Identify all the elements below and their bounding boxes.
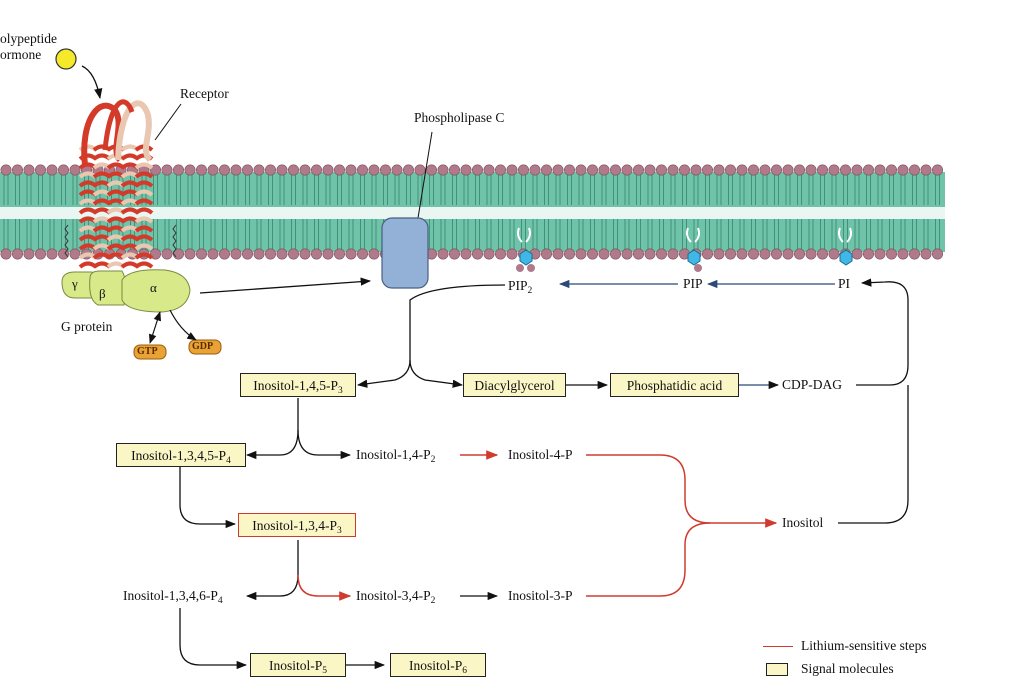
inositol-1-3-4-p3-box: Inositol-1,3,4-P3 bbox=[238, 513, 356, 537]
diacylglycerol-box: Diacylglycerol bbox=[463, 373, 566, 397]
inositol-label: Inositol bbox=[782, 515, 824, 530]
g-protein bbox=[61, 269, 191, 313]
inositol-p6-box: Inositol-P6 bbox=[390, 653, 486, 677]
gtp-label: GTP bbox=[137, 346, 158, 357]
pip2-headgroup bbox=[516, 227, 535, 272]
hormone-molecule bbox=[55, 48, 77, 70]
receptor-label: Receptor bbox=[180, 86, 229, 101]
cdp-dag-label: CDP-DAG bbox=[782, 377, 843, 392]
gamma-subunit-label: γ bbox=[72, 276, 78, 291]
inositol-1-4-5-p3-box: Inositol-1,4,5-P3 bbox=[240, 373, 356, 397]
legend-signal-label: Signal molecules bbox=[801, 661, 894, 676]
inositol-1-3-4-5-p4-box: Inositol-1,3,4,5-P4 bbox=[116, 443, 246, 467]
inositol-1-4-p2-label: Inositol-1,4-P2 bbox=[356, 447, 436, 465]
pip-label: PIP bbox=[683, 276, 703, 291]
gdp-molecule bbox=[188, 339, 222, 355]
pip-headgroup bbox=[686, 227, 702, 272]
inositol-3-4-p2-label: Inositol-3,4-P2 bbox=[356, 588, 436, 606]
gtp-molecule bbox=[133, 344, 167, 360]
inositol-4-p-label: Inositol-4-P bbox=[508, 447, 573, 462]
inositol-1-3-4-6-p4-label: Inositol-1,3,4,6-P4 bbox=[123, 588, 223, 606]
legend-signal-swatch bbox=[766, 663, 788, 676]
legend-lithium-label: Lithium-sensitive steps bbox=[801, 638, 927, 653]
phospholipase-label: Phospholipase C bbox=[414, 110, 505, 125]
hormone-label-line1: olypeptide bbox=[0, 31, 57, 46]
hormone-arrow bbox=[81, 65, 103, 100]
cell-membrane bbox=[0, 164, 945, 260]
g-protein-label: G protein bbox=[61, 319, 113, 334]
phospholipase-c-protein bbox=[381, 217, 429, 289]
phosphatidic-acid-box: Phosphatidic acid bbox=[610, 373, 739, 397]
hormone-label-line2: ormone bbox=[0, 47, 42, 62]
inositol-p5-box: Inositol-P5 bbox=[250, 653, 346, 677]
gdp-label: GDP bbox=[192, 341, 214, 352]
beta-subunit-label: β bbox=[99, 286, 106, 301]
pi-headgroup bbox=[838, 227, 853, 266]
legend-lithium-swatch bbox=[763, 646, 793, 647]
alpha-subunit-label: α bbox=[150, 280, 157, 295]
receptor-protein bbox=[78, 99, 154, 269]
pip2-label: PIP2 bbox=[508, 278, 533, 296]
inositol-3-p-label: Inositol-3-P bbox=[508, 588, 573, 603]
pi-label: PI bbox=[838, 276, 851, 291]
